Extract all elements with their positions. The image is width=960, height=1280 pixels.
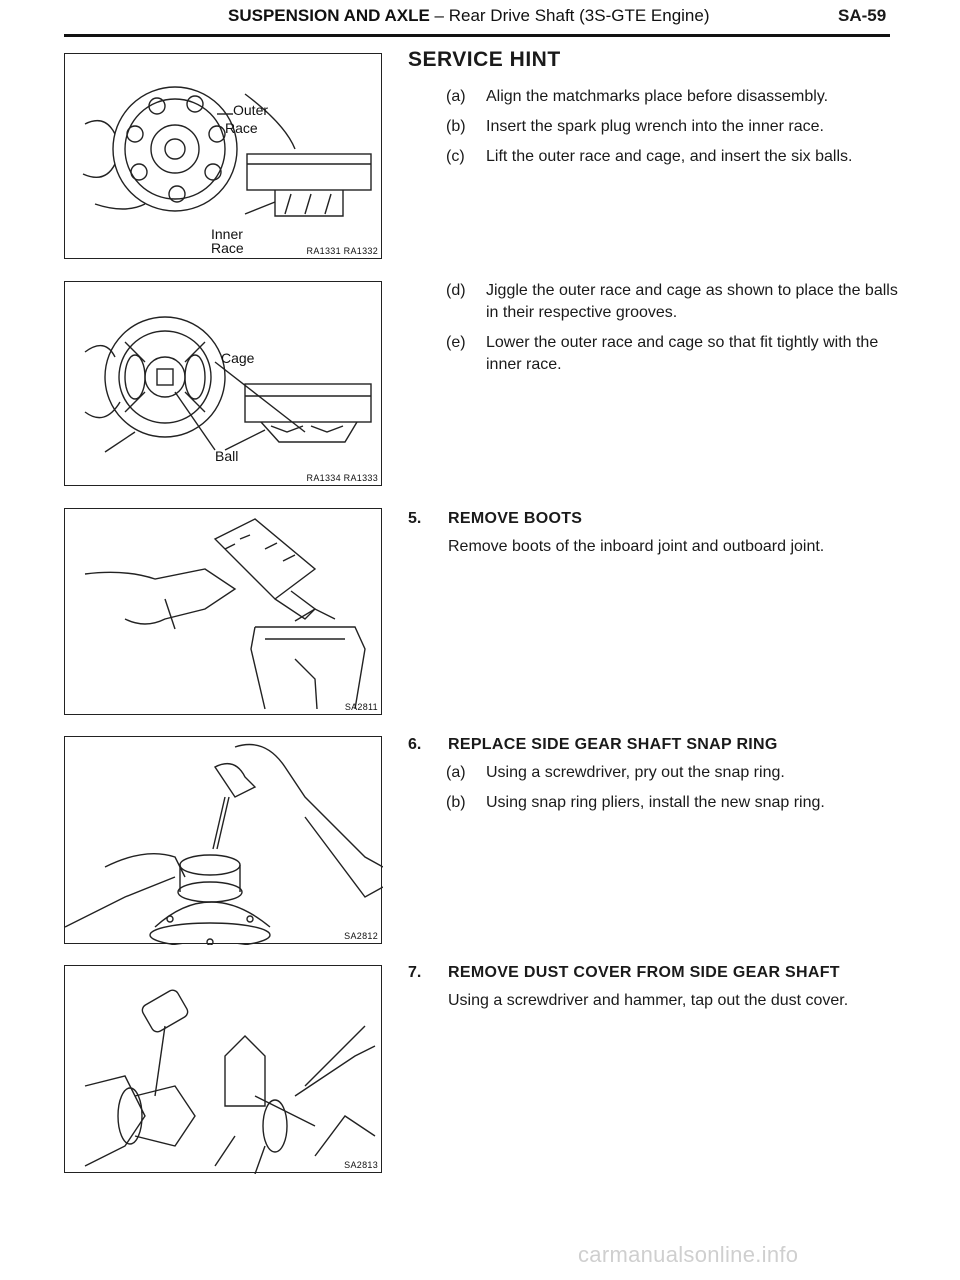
item-text: Using snap ring pliers, install the new … bbox=[486, 794, 825, 811]
item-text: Align the matchmarks place before disass… bbox=[486, 88, 829, 105]
step-6: 6. REPLACE SIDE GEAR SHAFT SNAP RING (a)… bbox=[408, 734, 898, 822]
hint-item: (a) Align the matchmarks place before dis… bbox=[446, 86, 898, 108]
item-label: (c) bbox=[446, 148, 465, 165]
label-inner: Inner bbox=[211, 226, 243, 242]
item-label: (e) bbox=[446, 334, 466, 351]
step-heading: REMOVE DUST COVER FROM SIDE GEAR SHAFT bbox=[448, 964, 840, 981]
step-content: 6. REPLACE SIDE GEAR SHAFT SNAP RING bbox=[408, 734, 898, 756]
header-dash: – bbox=[429, 6, 449, 25]
step-number: 5. bbox=[408, 510, 422, 527]
item-text: Lower the outer race and cage so that fi… bbox=[486, 334, 879, 373]
header-rule bbox=[64, 34, 890, 37]
step-7: 7. REMOVE DUST COVER FROM SIDE GEAR SHAF… bbox=[408, 962, 898, 1012]
figure-4-illustration bbox=[65, 743, 383, 945]
item-text: Lift the outer race and cage, and insert… bbox=[486, 148, 853, 165]
step-heading: REMOVE BOOTS bbox=[448, 510, 583, 527]
figure-code: SA2811 bbox=[344, 702, 378, 712]
hint-item: (c) Lift the outer race and cage, and ins… bbox=[446, 146, 898, 168]
item-label: (a) bbox=[446, 88, 466, 105]
figure-cage-ball: Cage Ball RA1334 RA1333 bbox=[64, 281, 382, 486]
step-heading: REPLACE SIDE GEAR SHAFT SNAP RING bbox=[448, 736, 778, 753]
page-number: SA-59 bbox=[838, 6, 887, 25]
step-body: Using a screwdriver and hammer, tap out … bbox=[448, 992, 849, 1009]
step-item: (a) Using a screwdriver, pry out the snap… bbox=[446, 762, 898, 784]
figure-3-illustration bbox=[84, 518, 366, 710]
label-ball: Ball bbox=[215, 448, 239, 464]
watermark: carmanualsonline.info bbox=[578, 1242, 799, 1267]
figure-code: RA1331 RA1332 bbox=[306, 246, 378, 256]
service-hint-continued: (d) Jiggle the outer race and cage as sho… bbox=[408, 280, 898, 384]
header-subtitle: Rear Drive Shaft (3S-GTE Engine) bbox=[448, 6, 710, 25]
figure-outer-inner-race: Outer Race Inner Race RA1331 RA1332 bbox=[64, 53, 382, 259]
hint-item: (e) Lower the outer race and cage so that… bbox=[446, 332, 898, 376]
item-label: (b) bbox=[446, 794, 466, 811]
label-race-inner: Race bbox=[211, 240, 244, 256]
item-label: (a) bbox=[446, 764, 466, 781]
page-header: SUSPENSION AND AXLE – Rear Drive Shaft (… bbox=[0, 0, 960, 40]
step-body: Remove boots of the inboard joint and ou… bbox=[448, 538, 825, 555]
label-outer: Outer bbox=[233, 102, 269, 118]
hint-item: (d) Jiggle the outer race and cage as sho… bbox=[446, 280, 898, 324]
label-race-outer: Race bbox=[225, 120, 258, 136]
step-content: 7. REMOVE DUST COVER FROM SIDE GEAR SHAF… bbox=[408, 962, 898, 1012]
figure-5-illustration bbox=[84, 989, 376, 1174]
figure-2-illustration bbox=[84, 316, 372, 453]
item-text: Insert the spark plug wrench into the in… bbox=[486, 118, 824, 135]
service-hint-section: SERVICE HINT (a) Align the matchmarks pla… bbox=[408, 48, 898, 176]
figure-code: SA2812 bbox=[344, 931, 378, 941]
step-item: (b) Using snap ring pliers, install the n… bbox=[446, 792, 898, 814]
header-title: SUSPENSION AND AXLE – Rear Drive Shaft (… bbox=[228, 6, 710, 26]
figure-code: RA1334 RA1333 bbox=[306, 473, 378, 483]
step-number: 7. bbox=[408, 964, 422, 981]
step-5: 5. REMOVE BOOTS Remove boots of the inbo… bbox=[408, 508, 898, 558]
header-section: SUSPENSION AND AXLE bbox=[228, 6, 430, 25]
item-label: (d) bbox=[446, 282, 466, 299]
figure-remove-boots: SA2811 bbox=[64, 508, 382, 715]
item-text: Using a screwdriver, pry out the snap ri… bbox=[486, 764, 785, 781]
figure-code: SA2813 bbox=[344, 1160, 378, 1170]
step-number: 6. bbox=[408, 736, 422, 753]
item-text: Jiggle the outer race and cage as shown … bbox=[486, 282, 898, 321]
figure-1-illustration bbox=[82, 86, 372, 217]
item-label: (b) bbox=[446, 118, 466, 135]
hint-item: (b) Insert the spark plug wrench into the… bbox=[446, 116, 898, 138]
figure-snap-ring: SA2812 bbox=[64, 736, 383, 945]
service-hint-title: SERVICE HINT bbox=[408, 48, 561, 71]
label-cage: Cage bbox=[221, 350, 255, 366]
figure-dust-cover: SA2813 bbox=[64, 965, 382, 1174]
step-content: 5. REMOVE BOOTS Remove boots of the inbo… bbox=[408, 508, 898, 558]
